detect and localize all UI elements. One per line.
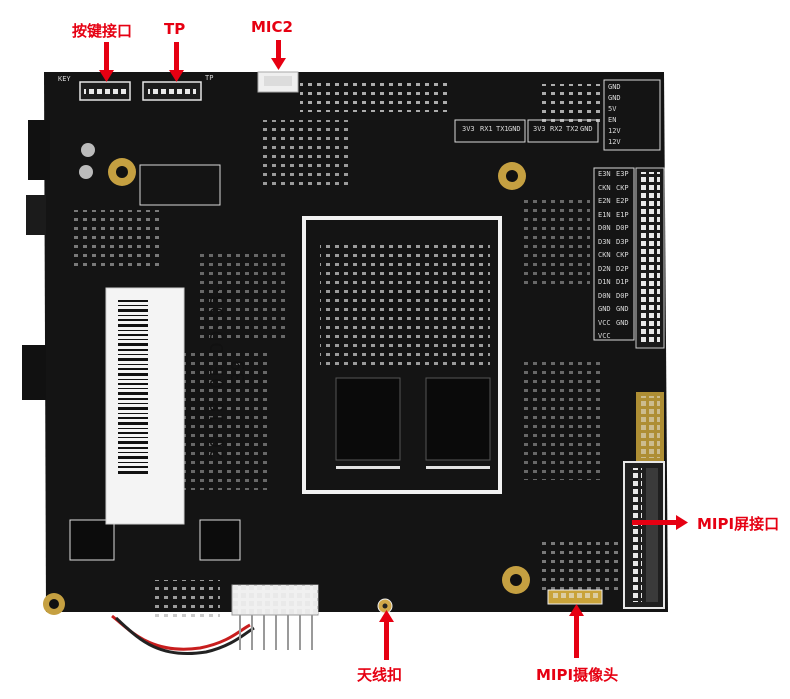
silk-3v3-a: 3V3	[462, 125, 475, 133]
label-mic2: MIC2	[251, 18, 293, 36]
mipi-pin-label-box	[593, 167, 635, 341]
label-tp: TP	[164, 20, 186, 38]
silk-rx2: RX2	[550, 125, 563, 133]
mipi-pin-label: E1P	[616, 210, 629, 219]
annotation-arrows	[99, 40, 688, 660]
label-mipi-camera: MIPI摄像头	[536, 666, 619, 684]
soc-shield-outline	[302, 216, 502, 494]
silk-tx1: TX1	[496, 125, 509, 133]
mipi-pin-label: GND	[616, 318, 629, 327]
power-pin-3: 5V	[608, 105, 617, 113]
mipi-pin-label: E1N	[598, 210, 611, 219]
mipi-pin-label: E3N	[598, 170, 611, 178]
mipi-pin-label: D2N	[598, 264, 611, 273]
silk-tx2: TX2	[566, 125, 579, 133]
ic-bottom-left	[199, 519, 241, 561]
mipi-pin-label: D0P	[616, 291, 629, 300]
power-header-outline	[603, 79, 661, 151]
mipi-pin-label: D3P	[616, 237, 629, 246]
mipi-pin-label: E2P	[616, 197, 629, 205]
silk-rx1: RX1	[480, 125, 493, 133]
label-antenna: 天线扣	[357, 666, 403, 684]
mipi-pin-label: VCC	[598, 318, 611, 327]
mipi-pin-label: VCC	[598, 332, 611, 340]
power-pin-6: 12V	[608, 138, 621, 146]
mipi-pin-label: D0P	[616, 224, 629, 232]
barcode	[118, 300, 148, 474]
silk-3v3-b: 3V3	[533, 125, 546, 133]
mipi-pin-label: E2N	[598, 197, 611, 205]
bottom-pin-header	[231, 584, 319, 650]
mipi-pin-label: CKP	[616, 183, 629, 192]
power-pin-2: GND	[608, 94, 621, 102]
mipi-pin-label: CKN	[598, 251, 611, 259]
label-mipi-screen: MIPI屏接口	[697, 515, 780, 533]
silk-gnd-b: GND	[580, 125, 593, 133]
barcode-sticker	[105, 287, 185, 525]
mipi-pin-label: CKP	[616, 251, 629, 259]
power-pin-1: GND	[608, 83, 621, 91]
mipi-pin-label: D1N	[598, 278, 611, 286]
power-pin-4: EN	[608, 116, 617, 124]
mipi-pin-label: E3P	[616, 170, 629, 178]
memory-chip-1	[335, 377, 401, 461]
power-pin-5: 12V	[608, 127, 621, 135]
mipi-pin-label: D2P	[616, 264, 629, 273]
mipi-pin-label: D0N	[598, 224, 611, 232]
silk-gnd-a: GND	[508, 125, 521, 133]
mipi-pin-label: GND	[616, 305, 629, 313]
silk-key: KEY	[58, 75, 71, 83]
memory-chip-2	[425, 377, 491, 461]
label-key-interface: 按键接口	[72, 22, 133, 40]
sticker-code: 20-18-0E-DD-93-39	[207, 282, 249, 460]
mipi-pin-label: GND	[598, 305, 611, 313]
mipi-pin-label: D0N	[598, 291, 611, 300]
silk-tp: TP	[205, 74, 214, 82]
mipi-pin-label: D3N	[598, 237, 611, 246]
mipi-pin-label: D1P	[616, 278, 629, 286]
mipi-pin-label: CKN	[598, 183, 611, 192]
